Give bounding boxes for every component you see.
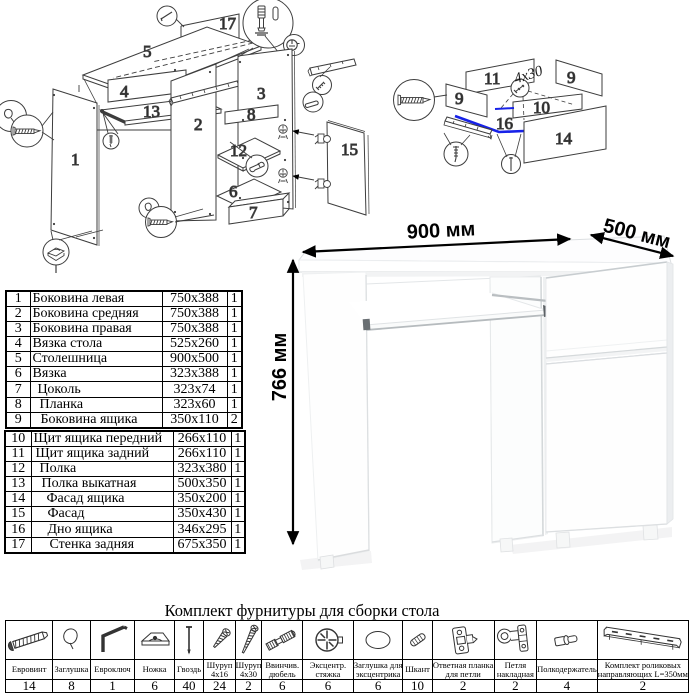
svg-text:1: 1 (71, 150, 80, 169)
svg-text:11: 11 (484, 69, 500, 88)
svg-text:4: 4 (120, 82, 129, 101)
svg-text:9: 9 (567, 68, 576, 87)
svg-text:7: 7 (249, 203, 258, 222)
svg-text:3: 3 (257, 84, 266, 103)
svg-text:14: 14 (555, 129, 573, 148)
svg-text:6: 6 (229, 182, 238, 201)
svg-text:13: 13 (143, 102, 160, 121)
svg-text:12: 12 (230, 141, 247, 160)
svg-text:10: 10 (533, 98, 550, 117)
svg-text:15: 15 (341, 140, 358, 159)
svg-text:5: 5 (143, 42, 152, 61)
svg-text:9: 9 (455, 89, 464, 108)
svg-text:17: 17 (219, 14, 237, 33)
svg-text:2: 2 (194, 115, 203, 134)
svg-text:16: 16 (496, 114, 513, 133)
svg-text:900 мм: 900 мм (406, 218, 476, 243)
svg-text:8: 8 (247, 105, 256, 124)
svg-text:766 мм: 766 мм (269, 333, 291, 402)
